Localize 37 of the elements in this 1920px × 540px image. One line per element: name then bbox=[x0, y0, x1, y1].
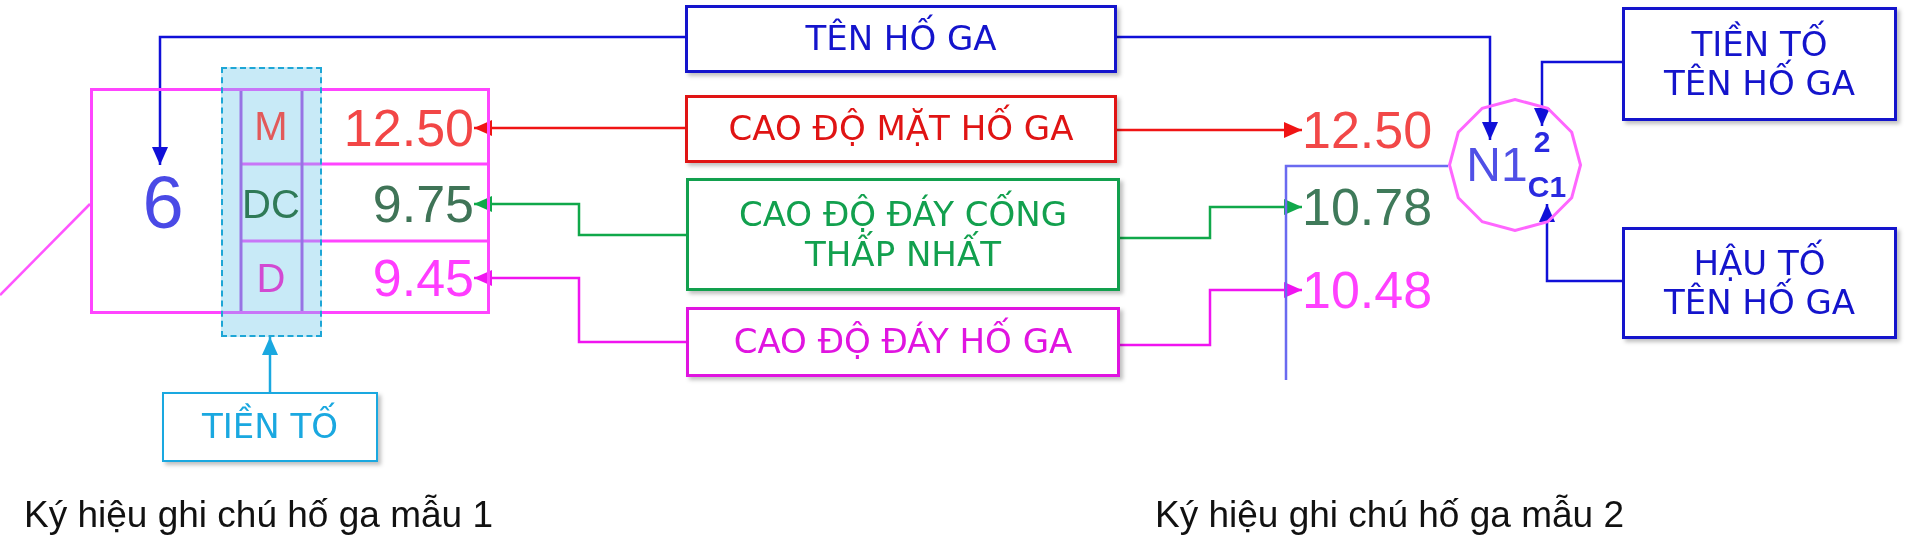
superscript-index: 2 bbox=[1532, 126, 1552, 158]
leader-arrow bbox=[1117, 122, 1302, 138]
manhole-name: N1 bbox=[1466, 140, 1528, 190]
elevation-value: 9.75 bbox=[340, 178, 474, 230]
leader-arrow bbox=[1120, 282, 1302, 347]
callout-box: CAO ĐỘ MẶT HỐ GA bbox=[685, 95, 1117, 163]
leader-line bbox=[1284, 164, 1448, 380]
elevation-value: 10.78 bbox=[1302, 181, 1436, 233]
leader-arrow bbox=[1534, 60, 1622, 126]
leader-arrow bbox=[262, 337, 278, 392]
leader-arrow bbox=[474, 196, 686, 237]
callout-box: CAO ĐỘ ĐÁY CỐNG THẤP NHẤT bbox=[686, 178, 1120, 291]
label-frame bbox=[90, 88, 490, 314]
callout-box: TÊN HỐ GA bbox=[685, 5, 1117, 73]
leader-line bbox=[0, 203, 91, 296]
manhole-number: 6 bbox=[126, 165, 200, 240]
callout-box: HẬU TỐ TÊN HỐ GA bbox=[1622, 227, 1897, 339]
subscript-index: C1 bbox=[1528, 170, 1566, 204]
leader-arrow bbox=[152, 35, 685, 165]
leader-arrow bbox=[1117, 35, 1498, 140]
prefix-code: D bbox=[240, 251, 302, 304]
prefix-code: M bbox=[240, 99, 302, 152]
highlight-region bbox=[221, 67, 322, 337]
elevation-value: 10.48 bbox=[1302, 264, 1436, 316]
leader-arrow bbox=[1539, 204, 1622, 283]
callout-box: TIỀN TỐ TÊN HỐ GA bbox=[1622, 7, 1897, 121]
caption: Ký hiệu ghi chú hố ga mẫu 2 bbox=[1155, 494, 1624, 537]
elevation-value: 9.45 bbox=[340, 252, 474, 304]
caption: Ký hiệu ghi chú hố ga mẫu 1 bbox=[24, 494, 493, 537]
leader-arrow bbox=[474, 270, 686, 344]
prefix-code: DC bbox=[240, 177, 302, 230]
leader-arrow bbox=[1120, 199, 1302, 240]
elevation-value: 12.50 bbox=[340, 102, 474, 154]
callout-box: TIỀN TỐ bbox=[162, 392, 378, 462]
callout-box: CAO ĐỘ ĐÁY HỐ GA bbox=[686, 307, 1120, 377]
leader-arrow bbox=[474, 120, 685, 136]
elevation-value: 12.50 bbox=[1302, 104, 1436, 156]
